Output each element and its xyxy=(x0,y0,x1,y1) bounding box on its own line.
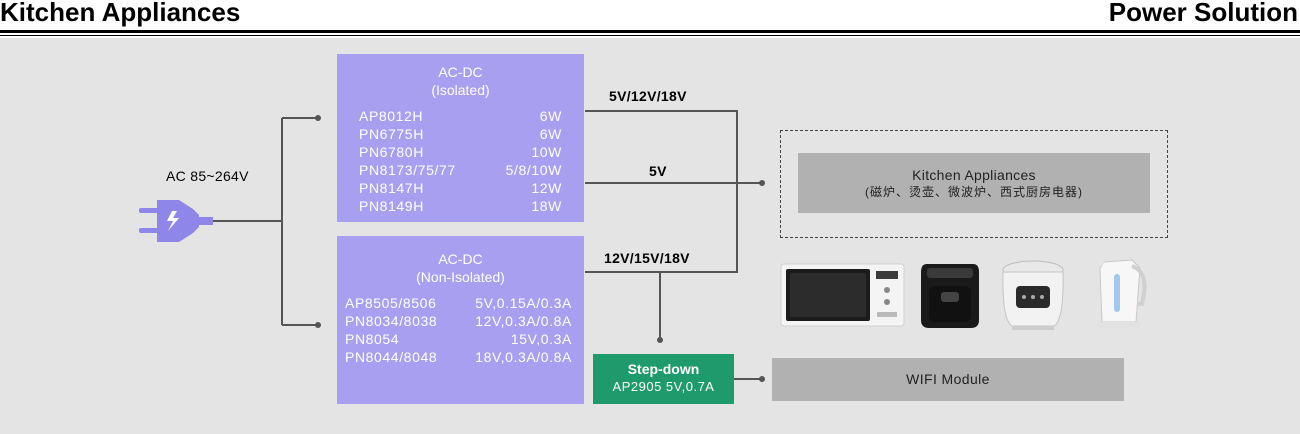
header-rule-thick xyxy=(0,30,1300,33)
air-fryer-icon xyxy=(921,264,979,328)
iso-row-part: PN6780H xyxy=(359,144,424,160)
stepdown-box: Step-down AP2905 5V,0.7A xyxy=(593,354,734,404)
iso-row-part: PN8147H xyxy=(359,180,424,196)
acdc-isolated-subtitle: (Isolated) xyxy=(431,82,490,98)
header-right-title: Power Solution xyxy=(1108,0,1298,27)
stepdown-title: Step-down xyxy=(627,361,700,377)
iso-row-spec: 18W xyxy=(531,198,562,214)
iso-row-part: AP8012H xyxy=(359,108,424,124)
acdc-nonisolated-title: AC-DC xyxy=(438,251,483,267)
noniso-row-part: AP8505/8506 xyxy=(345,295,437,311)
iso-row-part: PN8149H xyxy=(359,198,424,214)
iso-row-part: PN6775H xyxy=(359,126,424,142)
stepdown-part: AP2905 5V,0.7A xyxy=(612,379,715,394)
iso-row-spec: 6W xyxy=(539,108,562,124)
wire-dot-wifi xyxy=(759,376,765,382)
iso-row-spec: 12W xyxy=(531,180,562,196)
noniso-row-part: PN8044/8048 xyxy=(345,349,438,365)
iso-row-spec: 10W xyxy=(531,144,562,160)
output-label-iso-mid: 5V xyxy=(649,163,667,179)
noniso-row-spec: 15V,0.3A xyxy=(510,331,572,347)
wifi-module-box: WIFI Module xyxy=(772,358,1124,401)
microwave-oven-icon xyxy=(780,263,905,327)
output-label-iso-top: 5V/12V/18V xyxy=(609,88,687,104)
noniso-row-part: PN8034/8038 xyxy=(345,313,438,329)
wire-dot-nonisolated xyxy=(315,322,321,328)
acdc-isolated-title: AC-DC xyxy=(438,64,483,80)
input-voltage-label: AC 85~264V xyxy=(166,168,249,184)
power-plug-icon xyxy=(139,200,213,242)
iso-row-part: PN8173/75/77 xyxy=(359,162,456,178)
iso-row-spec: 5/8/10W xyxy=(505,162,562,178)
kitchen-appliances-subtitle: (磁炉、烫壶、微波炉、西式厨房电器) xyxy=(865,185,1083,199)
acdc-nonisolated-box: AC-DC (Non-Isolated) AP8505/8506 5V,0.15… xyxy=(337,236,584,404)
header-left-title: Kitchen Appliances xyxy=(0,0,241,27)
header-rule-thin xyxy=(0,35,1300,36)
wire-noniso-out xyxy=(585,183,738,273)
kitchen-appliances-title: Kitchen Appliances xyxy=(912,167,1036,183)
rice-cooker-icon xyxy=(1002,260,1064,330)
kitchen-appliances-box: Kitchen Appliances (磁炉、烫壶、微波炉、西式厨房电器) xyxy=(798,153,1150,213)
output-label-noniso: 12V/15V/18V xyxy=(604,250,690,266)
iso-row-spec: 6W xyxy=(539,126,562,142)
noniso-row-part: PN8054 xyxy=(345,331,400,347)
wire-iso-top-out xyxy=(585,110,738,183)
acdc-isolated-box: AC-DC (Isolated) AP8012H 6W PN6775H 6W P… xyxy=(337,54,584,222)
noniso-row-spec: 18V,0.3A/0.8A xyxy=(475,349,572,365)
wire-dot-stepdown xyxy=(657,337,663,343)
wire-dot-isolated xyxy=(315,115,321,121)
electric-kettle-icon xyxy=(1094,256,1147,328)
wire-dot-kitchen xyxy=(759,180,765,186)
noniso-row-spec: 12V,0.3A/0.8A xyxy=(475,313,572,329)
kitchen-appliances-frame xyxy=(780,130,1168,238)
noniso-row-spec: 5V,0.15A/0.3A xyxy=(475,295,572,311)
acdc-nonisolated-subtitle: (Non-Isolated) xyxy=(416,269,505,285)
